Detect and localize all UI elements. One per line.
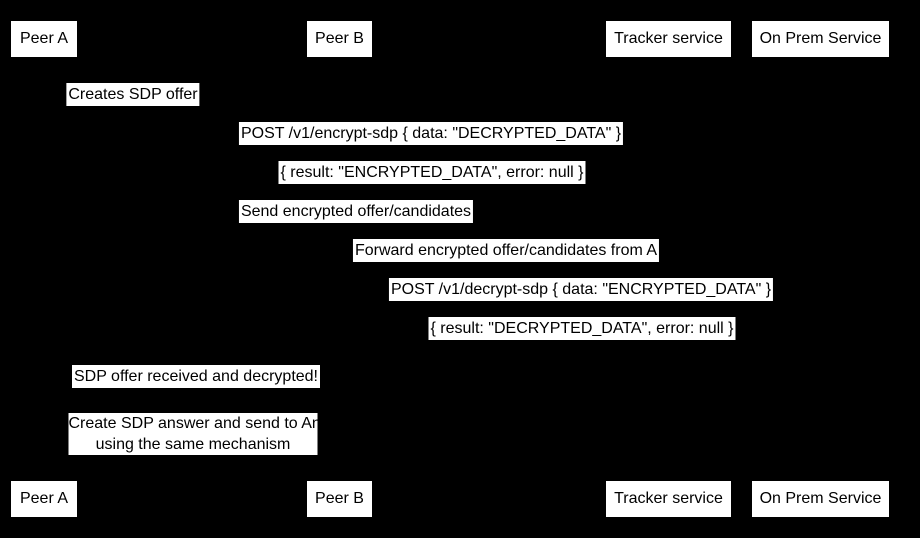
participant-top-peer-a: Peer A [11,21,77,57]
message-send-encrypted-offer: Send encrypted offer/candidates [238,200,474,223]
message-offer-received: SDP offer received and decrypted! [72,365,320,388]
participant-bottom-peer-a: Peer A [11,481,77,517]
participant-top-peer-b: Peer B [307,21,372,57]
message-decrypt-result: { result: "DECRYPTED_DATA", error: null … [428,317,736,340]
participant-bottom-on-prem-service: On Prem Service [752,481,889,517]
message-post-decrypt-sdp: POST /v1/decrypt-sdp { data: "ENCRYPTED_… [388,278,774,301]
message-forward-encrypted-offer: Forward encrypted offer/candidates from … [352,239,660,262]
participant-bottom-peer-b: Peer B [307,481,372,517]
note-create-sdp-answer-line2: using the same mechanism [95,436,291,453]
note-create-sdp-answer: Create SDP answer and send to An using t… [68,413,321,455]
participant-top-tracker-service: Tracker service [606,21,731,57]
message-creates-sdp-offer: Creates SDP offer [66,83,200,106]
message-encrypt-result: { result: "ENCRYPTED_DATA", error: null … [278,161,586,184]
message-post-encrypt-sdp: POST /v1/encrypt-sdp { data: "DECRYPTED_… [238,122,624,145]
note-create-sdp-answer-line1: Create SDP answer and send to An [68,415,321,432]
participant-top-on-prem-service: On Prem Service [752,21,889,57]
participant-bottom-tracker-service: Tracker service [606,481,731,517]
